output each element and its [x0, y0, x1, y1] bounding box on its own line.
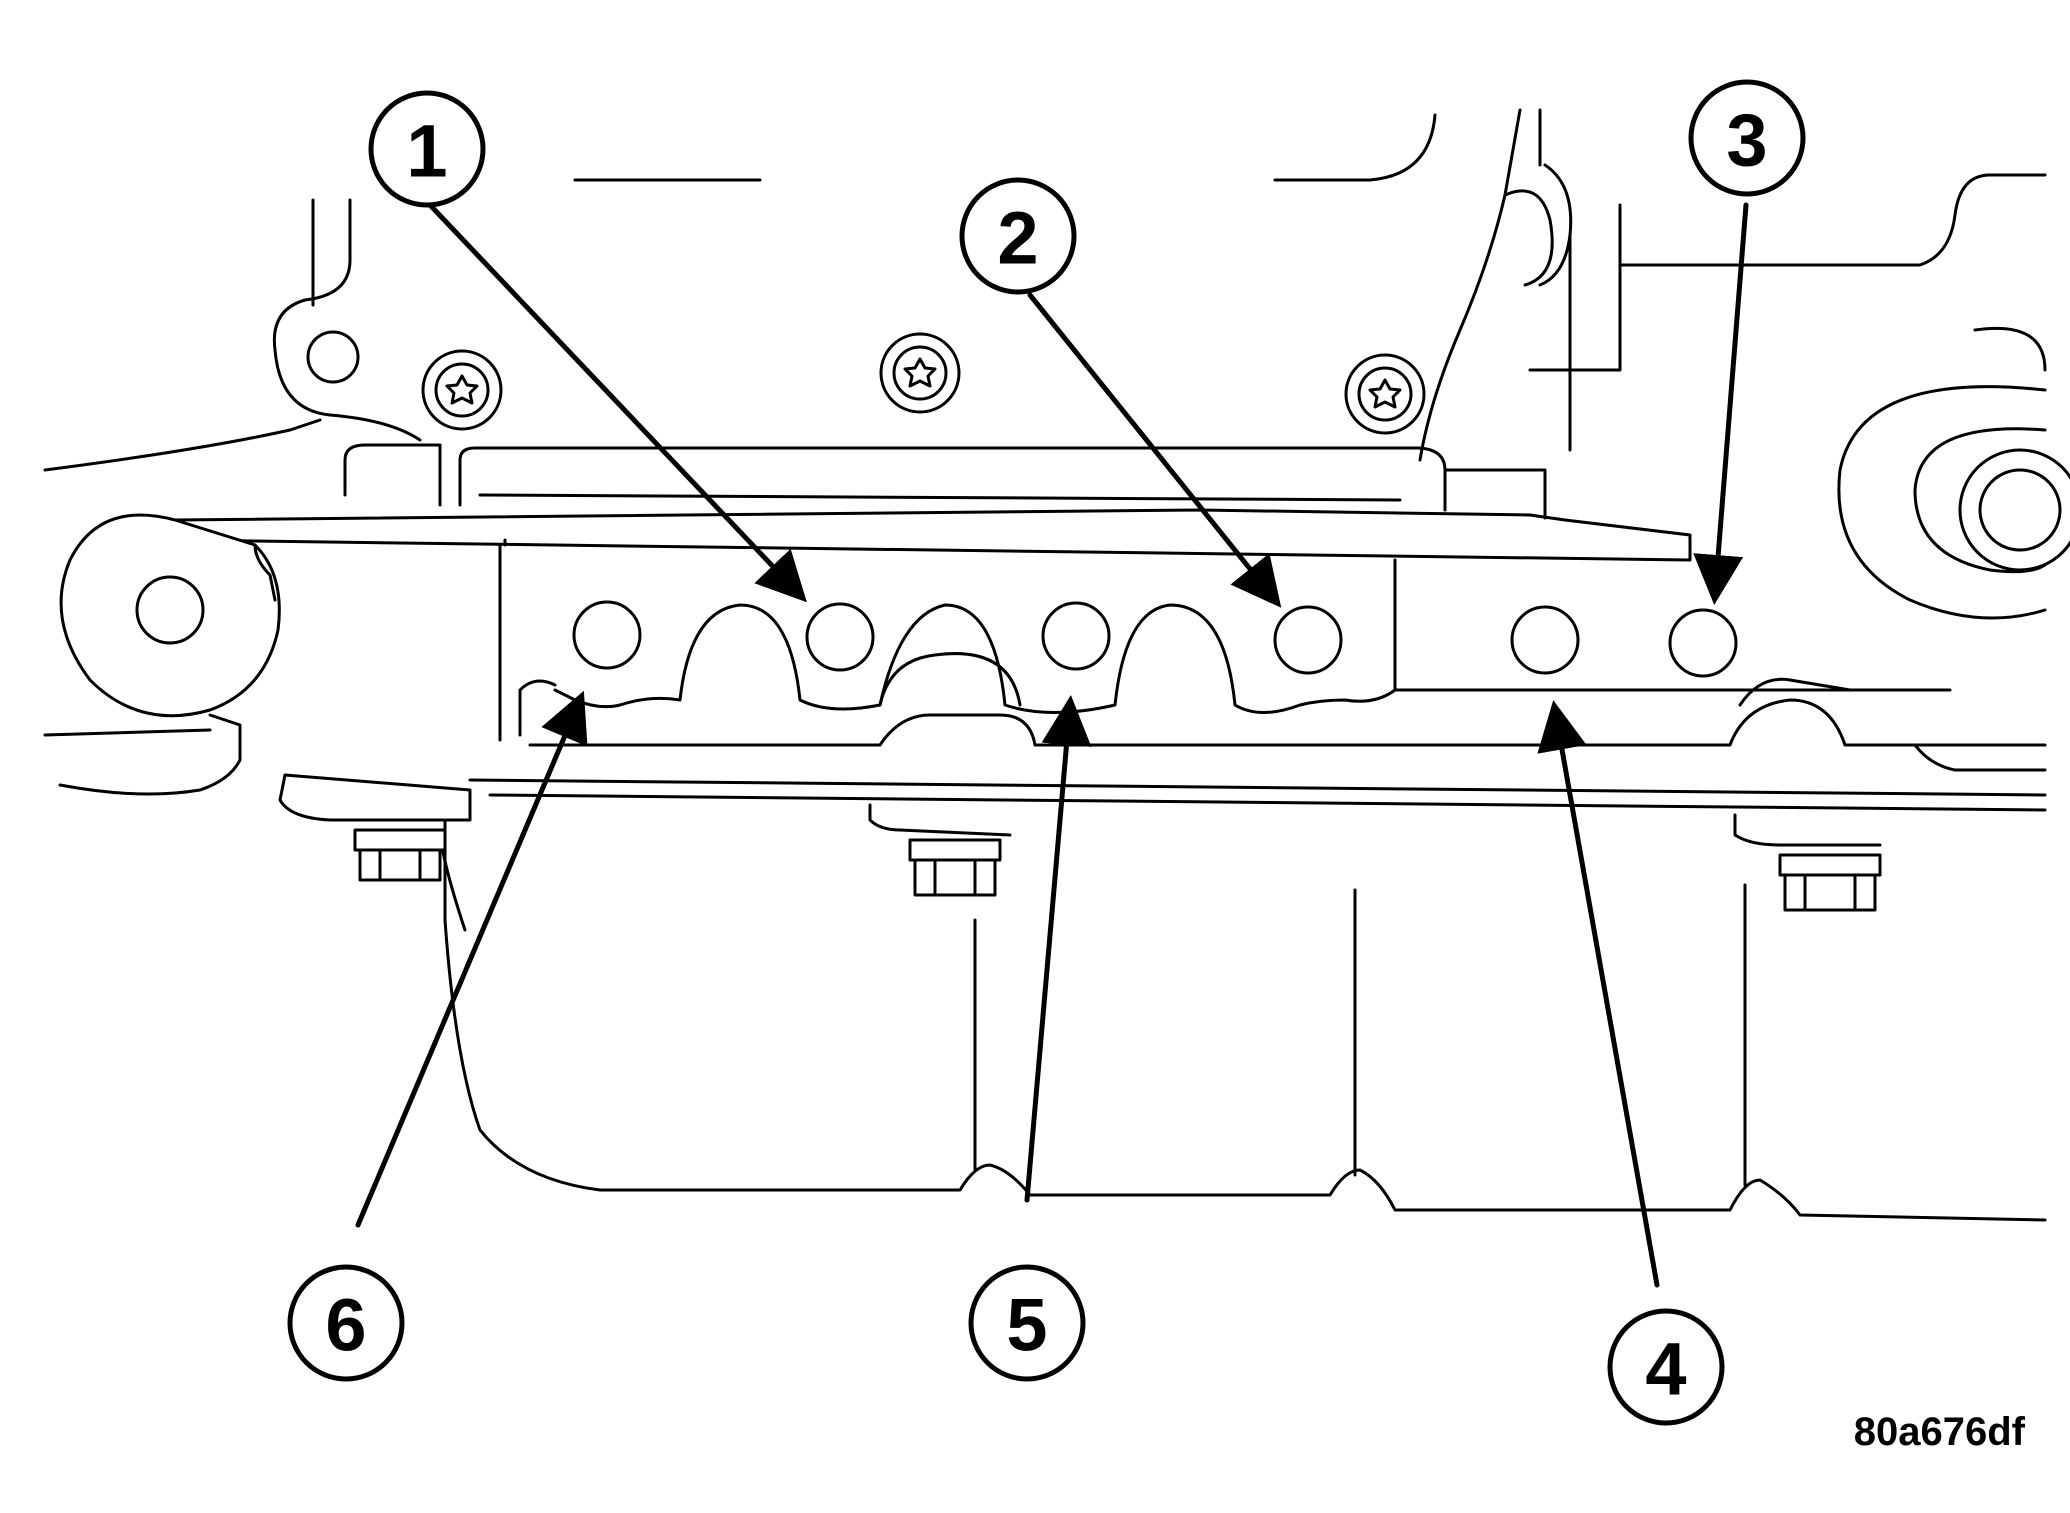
svg-text:1: 1 [406, 110, 447, 193]
leader-arrows [355, 202, 1749, 1288]
leader-arrow-2 [1027, 292, 1282, 608]
leader-arrow-3 [1693, 202, 1749, 605]
engine-block-outline [43, 108, 2070, 620]
bolt-2-head [1273, 605, 1343, 675]
leader-arrow-5 [1024, 695, 1092, 1203]
callout-6: 6 [287, 1264, 405, 1382]
svg-text:3: 3 [1726, 99, 1767, 182]
pan-flange-bolts [353, 828, 1882, 912]
bolt-3-head [1668, 608, 1738, 678]
bedplate [468, 538, 2047, 812]
bolt-1-head [805, 602, 875, 672]
svg-text:4: 4 [1645, 1328, 1686, 1411]
leader-arrow-4 [1537, 700, 1660, 1288]
svg-text:2: 2 [997, 197, 1038, 280]
callout-2: 2 [959, 177, 1077, 295]
callout-4: 4 [1607, 1308, 1725, 1426]
callout-1: 1 [368, 90, 486, 208]
bedplate-bolts [572, 600, 1738, 678]
bolt-4-head [1510, 605, 1580, 675]
oil-pan [278, 773, 2047, 1222]
pan-bolt-right [1778, 853, 1882, 912]
svg-text:5: 5 [1006, 1284, 1047, 1367]
left-mount-boss [43, 513, 281, 796]
leader-arrow-1 [427, 202, 807, 603]
gasket-rail [173, 443, 1692, 562]
figure-id: 80a676df [1854, 1410, 2026, 1454]
bolt-5-head [1041, 601, 1111, 671]
callout-3: 3 [1688, 79, 1806, 197]
callout-5: 5 [968, 1264, 1086, 1382]
bolt-6-head [572, 600, 642, 670]
leader-arrow-6 [355, 690, 588, 1228]
pan-bolt-center [908, 838, 1002, 897]
pan-bolt-left [353, 828, 447, 882]
svg-text:6: 6 [325, 1284, 366, 1367]
